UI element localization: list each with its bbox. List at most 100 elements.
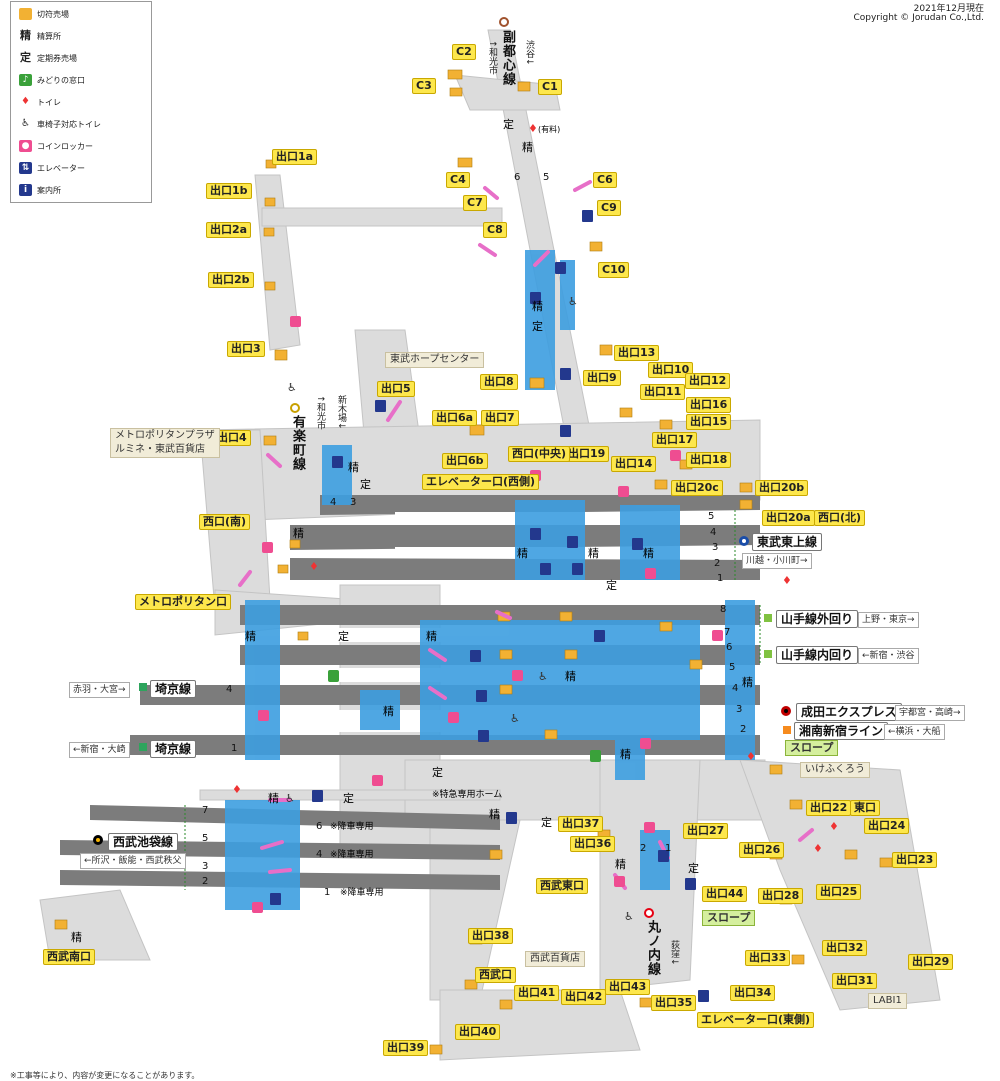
fare-adjustment-icon: 精 bbox=[522, 141, 533, 154]
exit-11[interactable]: 出口11 bbox=[640, 384, 686, 400]
exit-5[interactable]: 出口5 bbox=[377, 381, 415, 397]
exit-12[interactable]: 出口12 bbox=[685, 373, 731, 389]
saikyo-south-dir: ←新宿・大崎 bbox=[69, 742, 130, 758]
exit-22[interactable]: 出口22 bbox=[806, 800, 852, 816]
alighting-only-note-3: ※降車専用 bbox=[340, 888, 384, 898]
exit-c4[interactable]: C4 bbox=[446, 172, 470, 188]
line-saikyo-south: 埼京線 bbox=[150, 740, 197, 758]
exit-west-south[interactable]: 西口(南) bbox=[199, 514, 251, 530]
fare-adjustment-icon: 精 bbox=[615, 858, 626, 871]
exit-34[interactable]: 出口34 bbox=[730, 985, 776, 1001]
exit-2a[interactable]: 出口2a bbox=[206, 222, 252, 238]
toilet-icon: ♦ bbox=[782, 574, 792, 587]
exit-44[interactable]: 出口44 bbox=[702, 886, 748, 902]
exit-elevator-east[interactable]: エレベーター口(東側) bbox=[697, 1012, 815, 1028]
exit-c8[interactable]: C8 bbox=[483, 222, 507, 238]
exit-28[interactable]: 出口28 bbox=[758, 888, 804, 904]
exit-24[interactable]: 出口24 bbox=[864, 818, 910, 834]
exit-19[interactable]: 出口19 bbox=[564, 446, 610, 462]
exit-metropolitan[interactable]: メトロポリタン口 bbox=[135, 594, 231, 610]
exit-seibu-south[interactable]: 西武南口 bbox=[43, 949, 95, 965]
line-yurakucho: 有楽町線 bbox=[290, 415, 305, 471]
saikyo-north-dir: 赤羽・大宮→ bbox=[69, 682, 130, 698]
line-seibu-ikebukuro: 西武池袋線 bbox=[108, 833, 179, 851]
exit-26[interactable]: 出口26 bbox=[739, 842, 785, 858]
exit-17[interactable]: 出口17 bbox=[652, 432, 698, 448]
exit-36[interactable]: 出口36 bbox=[570, 836, 616, 852]
yurakucho-dir-north: ↑和光市 bbox=[315, 395, 325, 430]
legend-midori: ♪みどりの窓口 bbox=[19, 74, 85, 86]
exit-2b[interactable]: 出口2b bbox=[208, 272, 254, 288]
exit-32[interactable]: 出口32 bbox=[822, 940, 868, 956]
exit-16[interactable]: 出口16 bbox=[686, 397, 732, 413]
exit-1b[interactable]: 出口1b bbox=[206, 183, 252, 199]
exit-1a[interactable]: 出口1a bbox=[272, 149, 318, 165]
accessible-toilet-icon: ♿ bbox=[287, 381, 297, 394]
exit-13[interactable]: 出口13 bbox=[614, 345, 660, 361]
exit-10[interactable]: 出口10 bbox=[648, 362, 694, 378]
platform-number: 3 bbox=[350, 497, 357, 508]
exit-c10[interactable]: C10 bbox=[598, 262, 630, 278]
exit-c2[interactable]: C2 bbox=[452, 44, 476, 60]
exit-west-central[interactable]: 西口(中央) bbox=[508, 446, 571, 462]
exit-east[interactable]: 東口 bbox=[850, 800, 880, 816]
exit-20c[interactable]: 出口20c bbox=[671, 480, 723, 496]
exit-6b[interactable]: 出口6b bbox=[442, 453, 488, 469]
exit-7[interactable]: 出口7 bbox=[481, 410, 519, 426]
exit-43[interactable]: 出口43 bbox=[605, 979, 651, 995]
area-seibu-dept-store: 西武百貨店 bbox=[525, 951, 585, 967]
stairs bbox=[54, 69, 893, 1055]
commuter-pass-icon: 定 bbox=[606, 579, 617, 592]
commuter-pass-icon: 定 bbox=[20, 51, 31, 64]
fare-adjustment-icon: 精 bbox=[742, 676, 753, 689]
exit-14[interactable]: 出口14 bbox=[611, 456, 657, 472]
exit-west-north[interactable]: 西口(北) bbox=[814, 510, 866, 526]
exit-seibu-east[interactable]: 西武東口 bbox=[536, 878, 588, 894]
commuter-pass-icon: 定 bbox=[688, 862, 699, 875]
exit-23[interactable]: 出口23 bbox=[892, 852, 938, 868]
toilet-icon: ♦ bbox=[813, 842, 823, 855]
exit-27[interactable]: 出口27 bbox=[683, 823, 729, 839]
exit-20a[interactable]: 出口20a bbox=[762, 510, 815, 526]
exit-31[interactable]: 出口31 bbox=[832, 973, 878, 989]
paid-toilet-note: (有料) bbox=[538, 125, 561, 134]
exit-8[interactable]: 出口8 bbox=[480, 374, 518, 390]
platform-number: 4 bbox=[732, 683, 739, 694]
exit-c6[interactable]: C6 bbox=[593, 172, 617, 188]
express-platform-note: ※特急専用ホーム bbox=[432, 790, 503, 800]
fare-adjustment-icon: 精 bbox=[426, 630, 437, 643]
commuter-pass-icon: 定 bbox=[503, 118, 514, 131]
exit-38[interactable]: 出口38 bbox=[468, 928, 514, 944]
exit-seibu-west[interactable]: 西武口 bbox=[475, 967, 516, 983]
legend-fare: 精精算所 bbox=[20, 29, 61, 42]
exit-c7[interactable]: C7 bbox=[463, 195, 487, 211]
toilet-icon: ♦ bbox=[746, 750, 756, 763]
toilet-icon: ♦ bbox=[829, 820, 839, 833]
exit-25[interactable]: 出口25 bbox=[816, 884, 862, 900]
exit-41[interactable]: 出口41 bbox=[514, 985, 560, 1001]
exit-37[interactable]: 出口37 bbox=[558, 816, 604, 832]
yamanote-inner-dir: ←新宿・渋谷 bbox=[858, 648, 919, 664]
exit-9[interactable]: 出口9 bbox=[583, 370, 621, 386]
toilet-icon: ♦ bbox=[21, 96, 30, 107]
exit-39[interactable]: 出口39 bbox=[383, 1040, 429, 1056]
exit-42[interactable]: 出口42 bbox=[561, 989, 607, 1005]
exit-18[interactable]: 出口18 bbox=[686, 452, 732, 468]
accessible-toilet-icon: ♿ bbox=[568, 295, 578, 308]
exit-29[interactable]: 出口29 bbox=[908, 954, 954, 970]
exit-40[interactable]: 出口40 bbox=[455, 1024, 501, 1040]
exit-3[interactable]: 出口3 bbox=[227, 341, 265, 357]
alighting-only-note-1: ※降車専用 bbox=[330, 822, 374, 832]
exit-c9[interactable]: C9 bbox=[597, 200, 621, 216]
exit-15[interactable]: 出口15 bbox=[686, 414, 732, 430]
exit-20b[interactable]: 出口20b bbox=[755, 480, 809, 496]
information-icon bbox=[312, 536, 605, 824]
copyright: Copyright © Jorudan Co.,Ltd. bbox=[853, 13, 984, 23]
exit-33[interactable]: 出口33 bbox=[745, 950, 791, 966]
exit-elevator-west[interactable]: エレベーター口(西側) bbox=[422, 474, 540, 490]
fukutoshin-dir-north: ↑和光市 bbox=[487, 40, 497, 75]
exit-35[interactable]: 出口35 bbox=[651, 995, 697, 1011]
exit-c1[interactable]: C1 bbox=[538, 79, 562, 95]
exit-6a[interactable]: 出口6a bbox=[432, 410, 478, 426]
exit-c3[interactable]: C3 bbox=[412, 78, 436, 94]
